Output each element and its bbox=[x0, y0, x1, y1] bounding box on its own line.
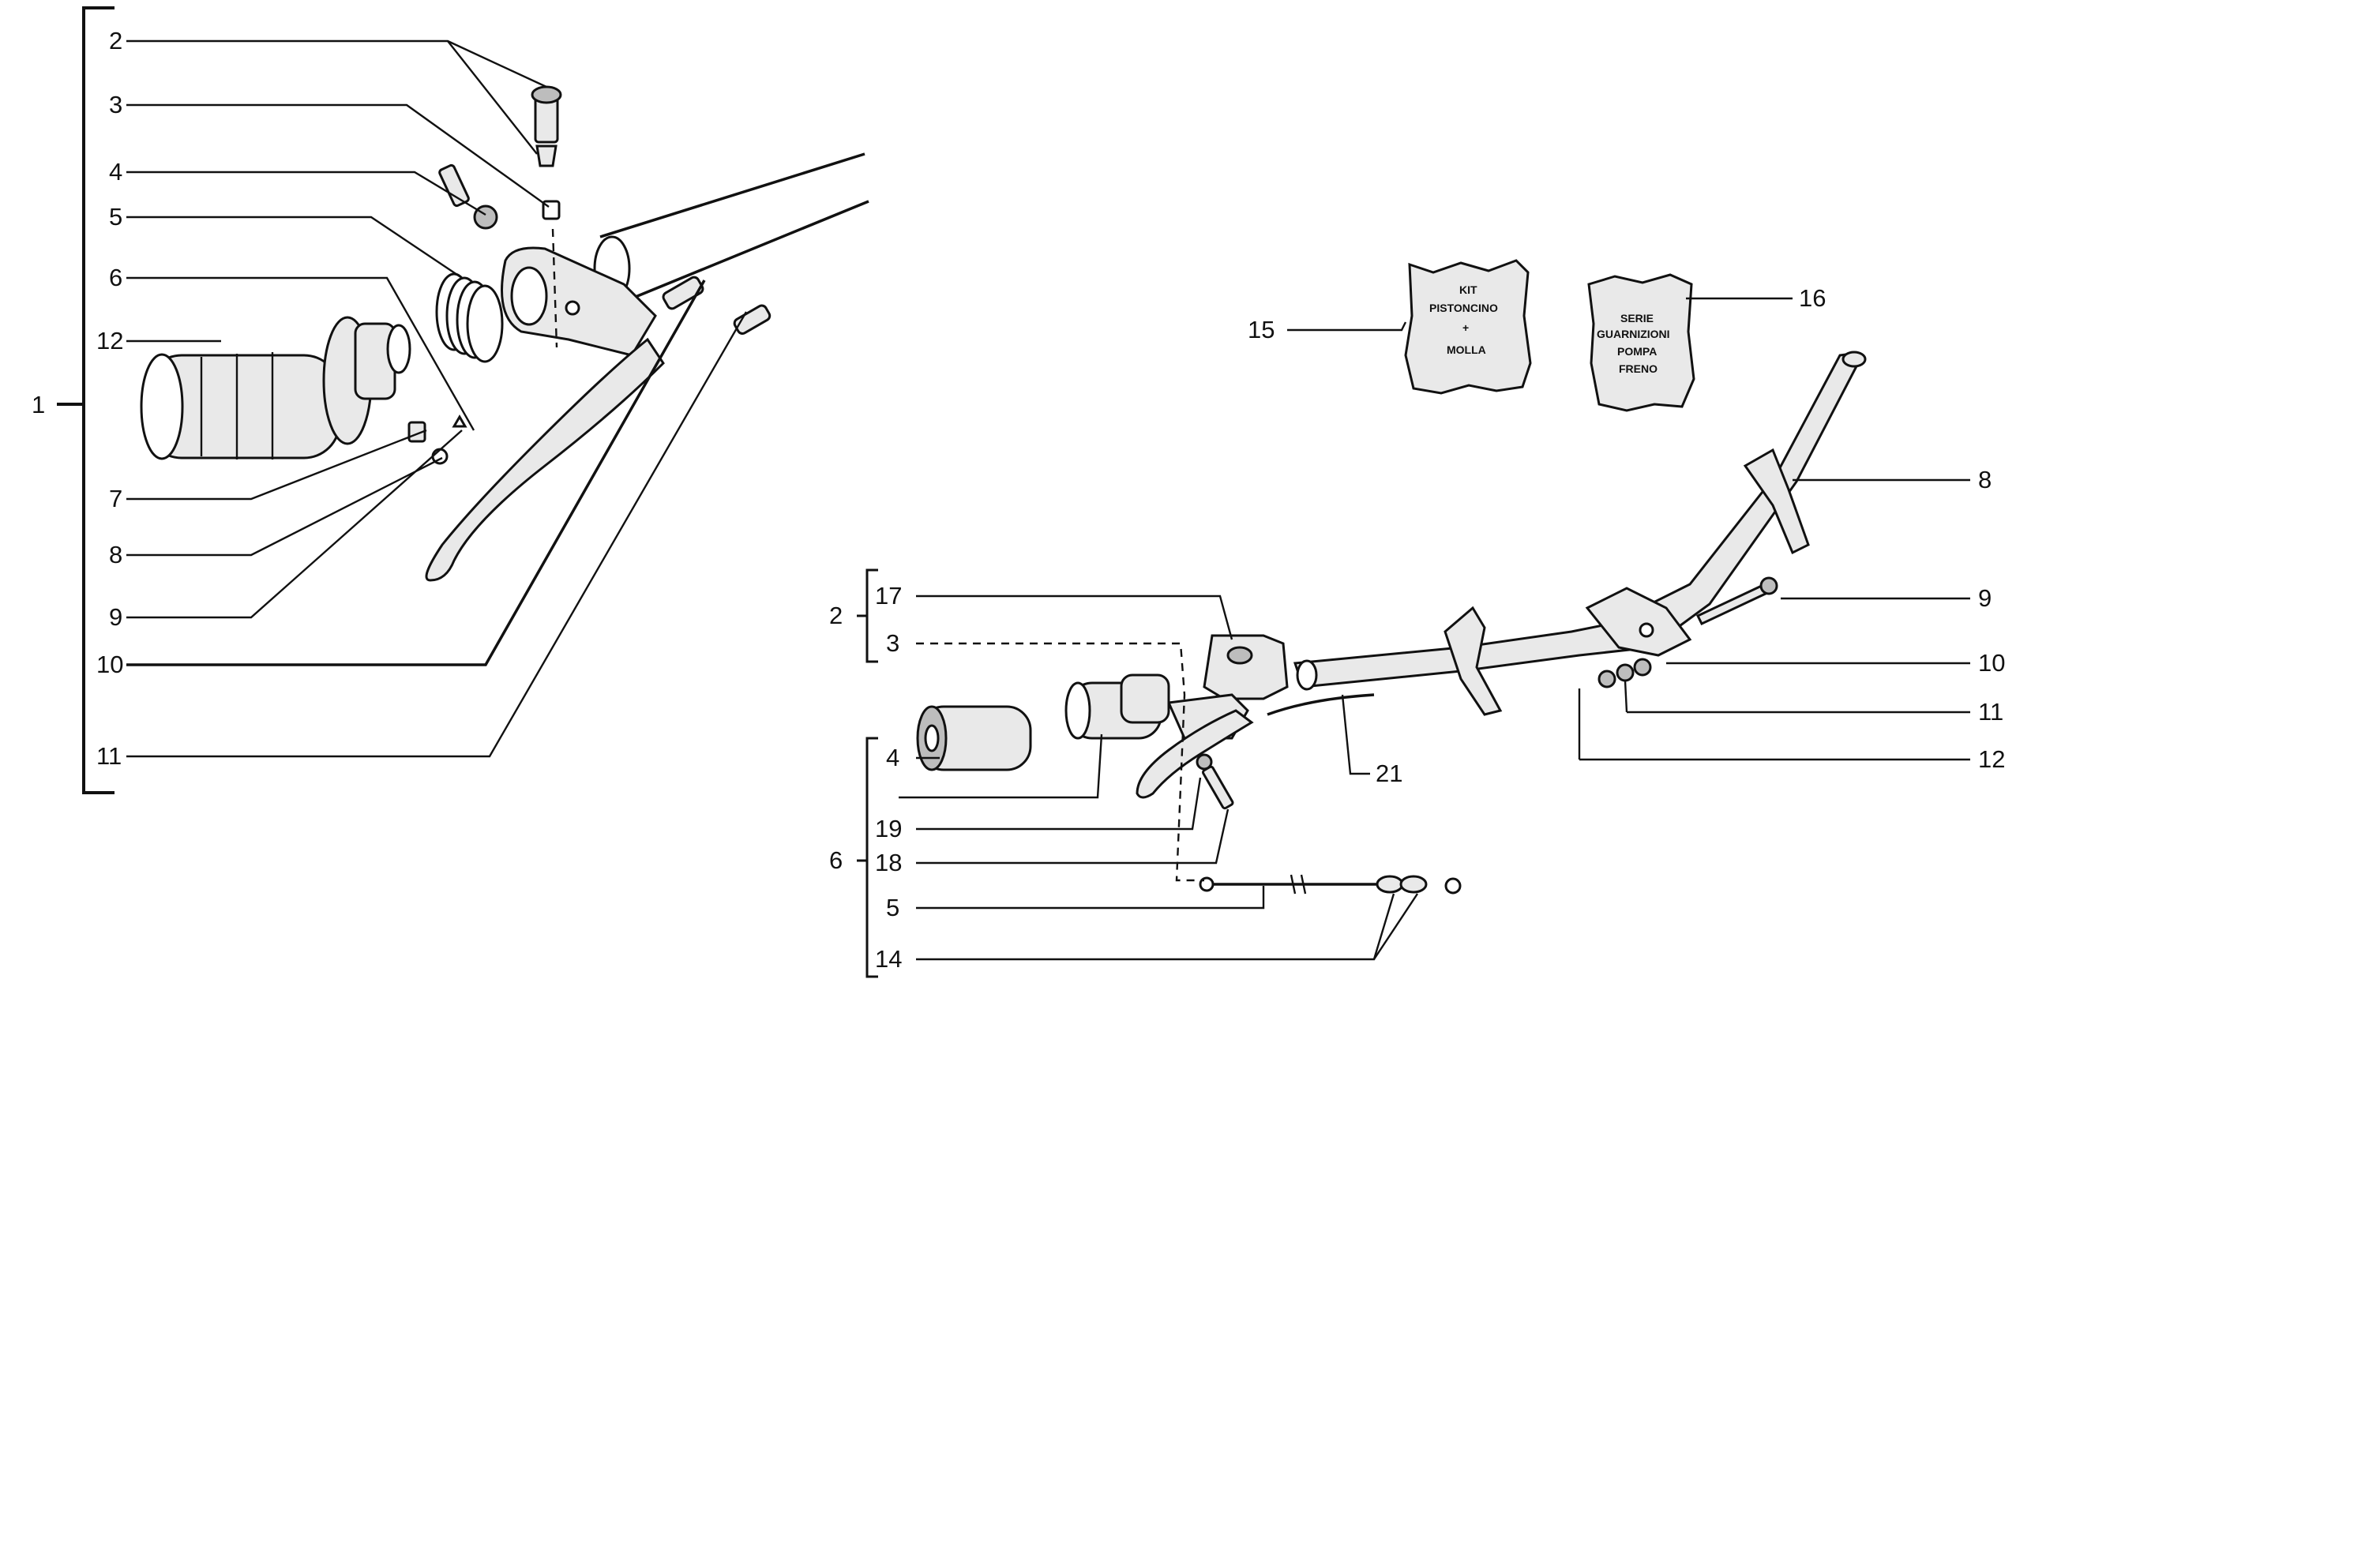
cable-adjusters bbox=[662, 276, 772, 335]
handlebar-grip bbox=[140, 316, 411, 460]
callout-label-15: 15 bbox=[1248, 316, 1275, 343]
brake-lever bbox=[425, 337, 665, 582]
adjuster-screw bbox=[438, 163, 498, 230]
brake-hose bbox=[1267, 693, 1375, 716]
callout-label-2: 2 bbox=[109, 27, 122, 54]
throttle-cable bbox=[1199, 874, 1462, 895]
handlebar-main bbox=[1293, 351, 1867, 716]
right-callouts: 2 6 17 3 4 19 18 5 14 21 15 16 8 9 10 11… bbox=[829, 284, 2005, 973]
kit-text-line-4: MOLLA bbox=[1447, 343, 1486, 356]
kit-bag-piston: KIT PISTONCINO + MOLLA bbox=[1404, 259, 1532, 395]
callout-label-8: 8 bbox=[109, 541, 122, 568]
group-6-bracket bbox=[865, 737, 878, 978]
kit-text-line-5: SERIE bbox=[1620, 312, 1654, 324]
left-callouts: 2 3 4 5 6 12 7 8 9 10 11 bbox=[96, 27, 123, 770]
callout-label-14: 14 bbox=[875, 945, 902, 973]
right-leader-lines bbox=[899, 297, 1970, 961]
lever-pin-parts bbox=[407, 415, 467, 465]
kit-text-line-6: GUARNIZIONI bbox=[1597, 328, 1670, 340]
brake-master-cylinder bbox=[1166, 634, 1289, 740]
callout-label-16: 16 bbox=[1799, 284, 1826, 312]
callout-label-18: 18 bbox=[875, 849, 902, 876]
pivot-bolt bbox=[531, 85, 562, 220]
right-grip-assembly bbox=[916, 673, 1170, 771]
callout-label-17: 17 bbox=[875, 582, 902, 610]
callout-label-12b: 12 bbox=[1978, 745, 2005, 773]
callout-label-19: 19 bbox=[875, 815, 902, 842]
callout-label-6: 6 bbox=[109, 264, 122, 291]
lever-clamp bbox=[501, 228, 657, 357]
callout-label-6b: 6 bbox=[829, 846, 843, 874]
callout-label-11: 11 bbox=[96, 742, 122, 770]
callout-label-4: 4 bbox=[109, 158, 122, 186]
left-exploded-view: 1 bbox=[32, 6, 869, 794]
kit-bag-seals: SERIE GUARNIZIONI POMPA FRENO bbox=[1587, 273, 1695, 412]
kit-text-line-2: PISTONCINO bbox=[1429, 302, 1498, 314]
handlebar-tube-left bbox=[593, 152, 869, 302]
brake-lever-right bbox=[1136, 709, 1254, 799]
right-exploded-view: 2 6 17 3 4 19 18 5 14 21 15 16 8 9 10 11… bbox=[829, 284, 2005, 978]
callout-label-3: 3 bbox=[109, 91, 122, 118]
lever-spring bbox=[435, 272, 504, 363]
callout-label-5b: 5 bbox=[886, 894, 899, 921]
clamp-hardware bbox=[1597, 576, 1778, 688]
callout-label-10: 10 bbox=[96, 651, 123, 678]
callout-label-11b: 11 bbox=[1978, 698, 2003, 726]
callout-label-2b: 2 bbox=[829, 602, 843, 629]
callout-label-7: 7 bbox=[109, 485, 122, 512]
callout-label-9b: 9 bbox=[1978, 584, 1992, 612]
kit-text-line-7: POMPA bbox=[1617, 345, 1657, 358]
callout-label-9: 9 bbox=[109, 603, 122, 631]
kit-text-line-1: KIT bbox=[1459, 283, 1477, 296]
callout-label-21: 21 bbox=[1376, 760, 1402, 787]
callout-label-4b: 4 bbox=[886, 744, 899, 771]
kit-text-line-3: + bbox=[1462, 321, 1469, 334]
callout-label-8b: 8 bbox=[1978, 466, 1992, 493]
callout-label-3b: 3 bbox=[886, 629, 899, 657]
callout-label-1: 1 bbox=[32, 391, 45, 418]
callout-label-12: 12 bbox=[96, 327, 123, 354]
callout-label-10b: 10 bbox=[1978, 649, 2005, 677]
left-leader-lines bbox=[126, 39, 748, 758]
kit-text-line-8: FRENO bbox=[1619, 362, 1658, 375]
callout-label-5: 5 bbox=[109, 203, 122, 231]
group-1-bracket bbox=[82, 6, 115, 794]
lever-bolt bbox=[1196, 753, 1234, 810]
